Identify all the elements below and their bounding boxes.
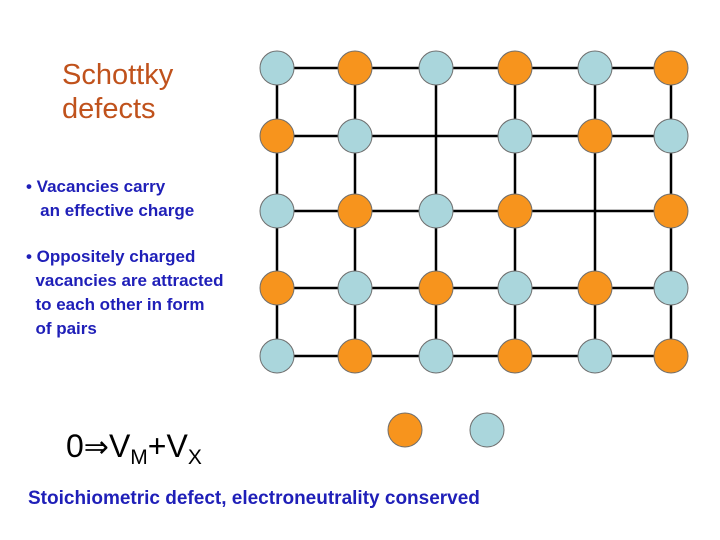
anion-ion <box>418 50 454 86</box>
bullet-vacancy-pairs: • Oppositely charged vacancies are attra… <box>26 247 224 338</box>
anion-ion <box>259 50 295 86</box>
cation-ion <box>497 193 533 229</box>
equation-plus: + <box>147 428 167 464</box>
cation-ion <box>653 50 689 86</box>
equation-zero: 0 <box>66 428 84 464</box>
cation-ion <box>259 270 295 306</box>
equation-cation-subscript: M <box>130 446 148 469</box>
cation-ion <box>337 193 373 229</box>
anion-ion <box>259 338 295 374</box>
equation-cation-vacancy: V <box>108 428 131 464</box>
equation-anion-subscript: X <box>187 446 202 469</box>
cation-ion <box>577 118 613 154</box>
cation-ion <box>653 193 689 229</box>
anion-ion <box>577 338 613 374</box>
cation-ion <box>337 338 373 374</box>
defect-equation: 0⇒VM+VX <box>66 426 202 478</box>
cation-ion <box>337 50 373 86</box>
cation-ion <box>418 270 454 306</box>
displaced-anion-ion <box>469 412 505 448</box>
anion-ion <box>259 193 295 229</box>
anion-ion <box>653 118 689 154</box>
reaction-arrow-icon: ⇒ <box>83 431 109 464</box>
cation-ion <box>497 50 533 86</box>
anion-ion <box>418 338 454 374</box>
cation-ion <box>577 270 613 306</box>
anion-ion <box>497 270 533 306</box>
bullet-vacancy-charge: • Vacancies carry an effective charge <box>26 177 195 220</box>
displaced-cation-ion <box>387 412 423 448</box>
cation-ion <box>497 338 533 374</box>
anion-ion <box>337 270 373 306</box>
equation-anion-vacancy: V <box>166 428 188 464</box>
anion-ion <box>653 270 689 306</box>
anion-ion <box>497 118 533 154</box>
cation-ion <box>653 338 689 374</box>
slide-title: Schottky defects <box>62 59 174 125</box>
cation-ion <box>259 118 295 154</box>
anion-ion <box>418 193 454 229</box>
anion-ion <box>337 118 373 154</box>
anion-ion <box>577 50 613 86</box>
footer-caption: Stoichiometric defect, electroneutrality… <box>28 488 480 509</box>
